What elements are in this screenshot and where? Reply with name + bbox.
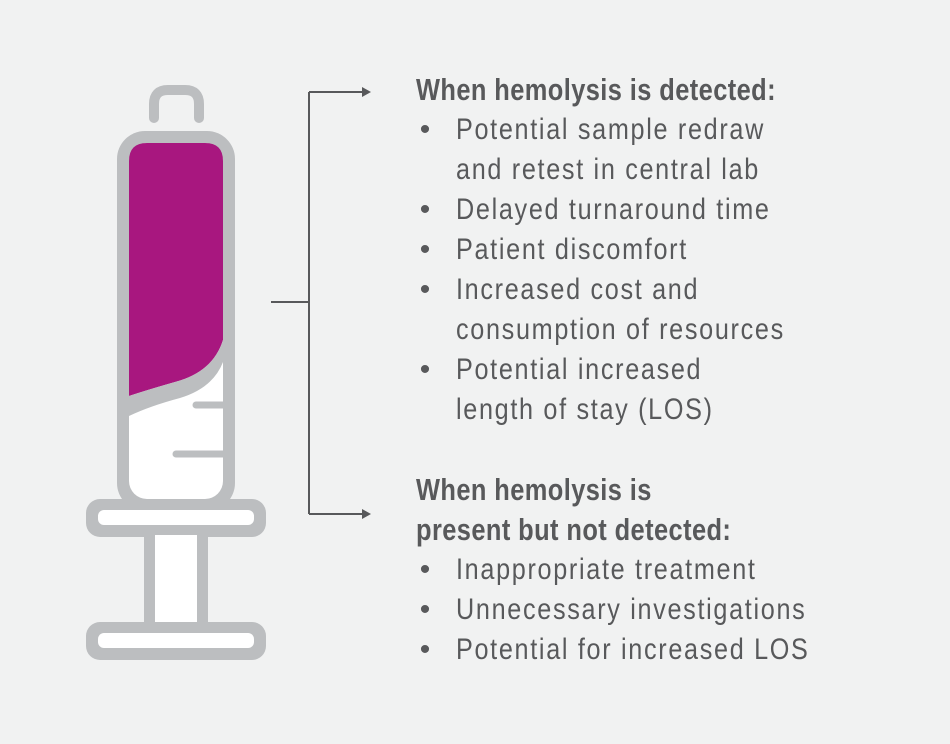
syringe-cap-loop <box>149 85 204 123</box>
list-item-line: Potential for increased LOS <box>456 633 810 666</box>
list-item-text: Potential increased length of stay (LOS) <box>456 350 714 430</box>
consequence-list: • Potential sample redraw and retest in … <box>416 110 855 430</box>
section-heading: When hemolysis is present but not detect… <box>416 470 794 550</box>
syringe-plunger-seal <box>129 340 223 416</box>
list-item-text: Patient discomfort <box>456 230 688 270</box>
bullet-icon: • <box>419 553 431 586</box>
bracket-connector <box>271 87 371 519</box>
bullet-icon: • <box>419 193 431 226</box>
list-item-line: consumption of resources <box>456 313 785 346</box>
bullet-icon: • <box>419 233 431 266</box>
syringe-flange-inner <box>98 510 254 525</box>
syringe-plunger-base-inner <box>98 633 254 648</box>
heading-line: When hemolysis is <box>416 472 652 507</box>
list-item-text: Potential sample redraw and retest in ce… <box>456 110 765 190</box>
section-hemolysis-detected: When hemolysis is detected: • Potential … <box>416 70 855 430</box>
heading-line: When hemolysis is detected: <box>416 72 776 107</box>
section-heading: When hemolysis is detected: <box>416 70 776 110</box>
list-item-line: Increased cost and <box>456 273 700 306</box>
list-item-text: Potential for increased LOS <box>456 630 810 670</box>
bullet-icon: • <box>419 593 431 626</box>
list-item-line: Patient discomfort <box>456 233 688 266</box>
bullet-icon: • <box>419 353 431 386</box>
bullet-icon: • <box>419 273 431 306</box>
list-item-line: Potential sample redraw <box>456 113 765 146</box>
section-hemolysis-not-detected: When hemolysis is present but not detect… <box>416 470 877 670</box>
bullet-icon: • <box>419 633 431 666</box>
list-item-line: Inappropriate treatment <box>456 553 757 586</box>
list-item-text: Increased cost and consumption of resour… <box>456 270 785 350</box>
consequence-list: • Inappropriate treatment • Unnecessary … <box>416 550 877 670</box>
list-item-text: Inappropriate treatment <box>456 550 757 590</box>
list-item-text: Unnecessary investigations <box>456 590 806 630</box>
list-item: • Increased cost and consumption of reso… <box>416 270 855 350</box>
heading-line: present but not detected: <box>416 512 732 547</box>
arrow-right-icon <box>309 87 371 97</box>
list-item: • Potential for increased LOS <box>416 630 877 670</box>
list-item: • Unnecessary investigations <box>416 590 877 630</box>
list-item: • Potential sample redraw and retest in … <box>416 110 855 190</box>
list-item-line: Unnecessary investigations <box>456 593 807 626</box>
list-item: • Inappropriate treatment <box>416 550 877 590</box>
arrow-right-icon <box>309 509 371 519</box>
syringe-plunger-stem-inner <box>155 535 197 624</box>
bullet-icon: • <box>419 113 431 146</box>
blood-fill <box>129 143 223 396</box>
list-item-line: length of stay (LOS) <box>456 393 714 426</box>
list-item: • Potential increased length of stay (LO… <box>416 350 855 430</box>
list-item-line: Delayed turnaround time <box>456 193 771 226</box>
list-item: • Patient discomfort <box>416 230 855 270</box>
list-item-line: and retest in central lab <box>456 153 760 186</box>
list-item-line: Potential increased <box>456 353 703 386</box>
list-item-text: Delayed turnaround time <box>456 190 771 230</box>
list-item: • Delayed turnaround time <box>416 190 855 230</box>
syringe-icon <box>86 85 266 660</box>
